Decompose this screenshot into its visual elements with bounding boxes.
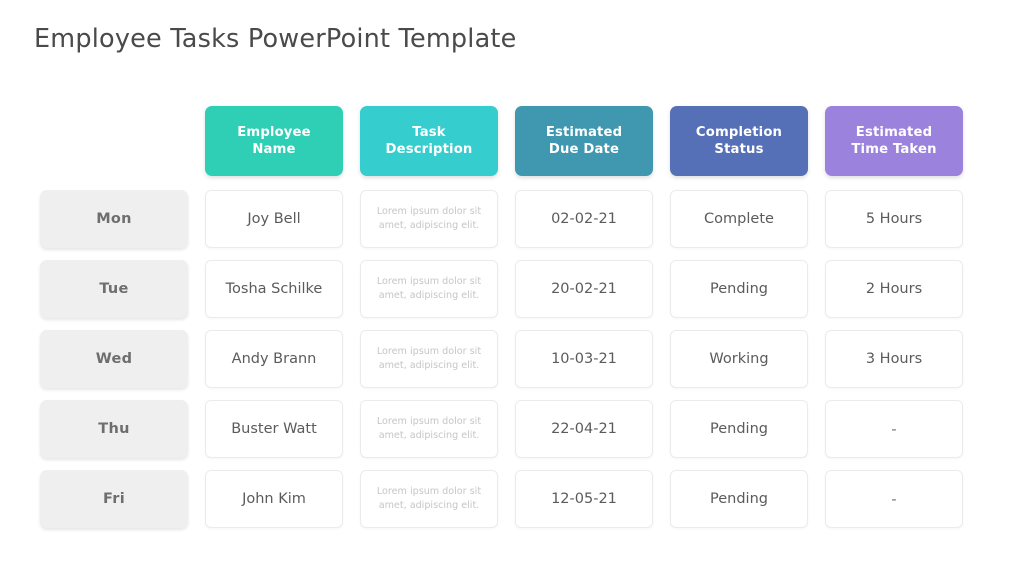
column-header-line2: Status bbox=[714, 142, 764, 157]
cell-due_date[interactable]: 20-02-21 bbox=[515, 260, 653, 318]
column-header-line1: Estimated bbox=[855, 124, 933, 140]
cell-status[interactable]: Working bbox=[670, 330, 808, 388]
column-header-line2: Due Date bbox=[548, 142, 620, 157]
column-header-line1: Estimated bbox=[545, 124, 623, 140]
cell-due_date[interactable]: 12-05-21 bbox=[515, 470, 653, 528]
table-row: Mon Joy Bell Lorem ipsum dolor sit amet, a… bbox=[40, 190, 970, 248]
column-header-line2: Time Taken bbox=[851, 142, 937, 157]
cell-due_date[interactable]: 22-04-21 bbox=[515, 400, 653, 458]
cell-status[interactable]: Pending bbox=[670, 260, 808, 318]
column-header-line1: Employee bbox=[237, 124, 311, 140]
day-label-thu[interactable]: Thu bbox=[40, 400, 188, 458]
day-label-mon[interactable]: Mon bbox=[40, 190, 188, 248]
column-gap bbox=[808, 106, 825, 176]
day-label-fri[interactable]: Fri bbox=[40, 470, 188, 528]
cell-due_date[interactable]: 02-02-21 bbox=[515, 190, 653, 248]
table-row: Fri John Kim Lorem ipsum dolor sit amet, a… bbox=[40, 470, 970, 528]
column-header-line2: Name bbox=[252, 142, 296, 157]
column-header-line2: Description bbox=[385, 142, 473, 157]
column-header-line1: Task bbox=[412, 124, 446, 140]
cell-status[interactable]: Complete bbox=[670, 190, 808, 248]
cell-employee_name[interactable]: John Kim bbox=[205, 470, 343, 528]
cell-task_desc[interactable]: Lorem ipsum dolor sit amet, adipiscing e… bbox=[360, 330, 498, 388]
column-gap bbox=[343, 106, 360, 176]
cell-task_desc[interactable]: Lorem ipsum dolor sit amet, adipiscing e… bbox=[360, 260, 498, 318]
cell-time_taken[interactable]: - bbox=[825, 470, 963, 528]
table-corner-cell bbox=[40, 106, 188, 176]
cell-employee_name[interactable]: Tosha Schilke bbox=[205, 260, 343, 318]
page-title: Employee Tasks PowerPoint Template bbox=[34, 24, 517, 54]
cell-task_desc[interactable]: Lorem ipsum dolor sit amet, adipiscing e… bbox=[360, 400, 498, 458]
table-row: Thu Buster Watt Lorem ipsum dolor sit amet… bbox=[40, 400, 970, 458]
cell-task_desc[interactable]: Lorem ipsum dolor sit amet, adipiscing e… bbox=[360, 470, 498, 528]
cell-due_date[interactable]: 10-03-21 bbox=[515, 330, 653, 388]
day-label-wed[interactable]: Wed bbox=[40, 330, 188, 388]
cell-employee_name[interactable]: Joy Bell bbox=[205, 190, 343, 248]
table-row: Tue Tosha Schilke Lorem ipsum dolor sit am… bbox=[40, 260, 970, 318]
column-gap bbox=[653, 106, 670, 176]
cell-employee_name[interactable]: Andy Brann bbox=[205, 330, 343, 388]
column-header-line1: Completion bbox=[695, 124, 783, 140]
cell-employee_name[interactable]: Buster Watt bbox=[205, 400, 343, 458]
table-row: Wed Andy Brann Lorem ipsum dolor sit amet,… bbox=[40, 330, 970, 388]
day-label-tue[interactable]: Tue bbox=[40, 260, 188, 318]
cell-time_taken[interactable]: 3 Hours bbox=[825, 330, 963, 388]
column-gap bbox=[498, 106, 515, 176]
cell-time_taken[interactable]: 5 Hours bbox=[825, 190, 963, 248]
cell-status[interactable]: Pending bbox=[670, 400, 808, 458]
cell-status[interactable]: Pending bbox=[670, 470, 808, 528]
cell-time_taken[interactable]: 2 Hours bbox=[825, 260, 963, 318]
cell-task_desc[interactable]: Lorem ipsum dolor sit amet, adipiscing e… bbox=[360, 190, 498, 248]
cell-time_taken[interactable]: - bbox=[825, 400, 963, 458]
